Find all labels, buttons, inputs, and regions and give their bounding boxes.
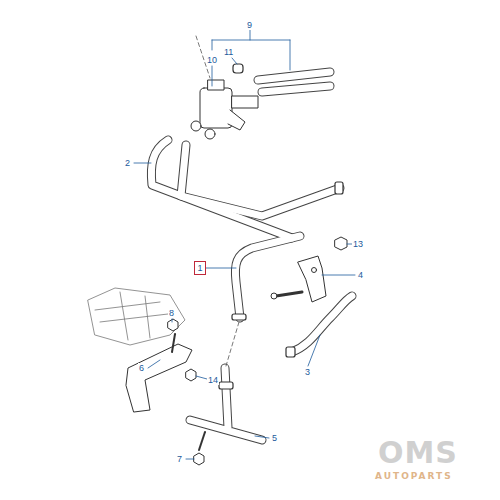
boxed-callout: 1: [194, 261, 206, 275]
callout-number: 9: [246, 20, 253, 30]
watermark-text: AUTOPARTS: [375, 471, 453, 481]
callout-number: 6: [138, 363, 145, 373]
callout-number: 14: [207, 375, 219, 385]
callout-number: 3: [304, 367, 311, 377]
assembly-lines: [196, 36, 239, 366]
valve-part: [191, 80, 258, 139]
tube-cores: [151, 72, 352, 440]
engine-sketch: [88, 288, 185, 345]
callout-number: 5: [271, 433, 278, 443]
callout-number: 2: [124, 158, 131, 168]
hose-clamps: [219, 64, 343, 389]
callout-number: 8: [168, 308, 175, 318]
callout-number: 4: [357, 270, 364, 280]
callout-number: 7: [176, 454, 183, 464]
watermark-logo: OMS: [378, 435, 458, 470]
tube-outlines: [151, 72, 352, 440]
callout-number: 1: [195, 263, 205, 273]
bracket-six: [126, 319, 205, 465]
callout-number: 10: [206, 55, 218, 65]
leader-lines: [134, 30, 355, 459]
callout-number: 11: [223, 47, 234, 57]
bracket-part: [271, 237, 347, 302]
callout-number: 13: [352, 239, 364, 249]
